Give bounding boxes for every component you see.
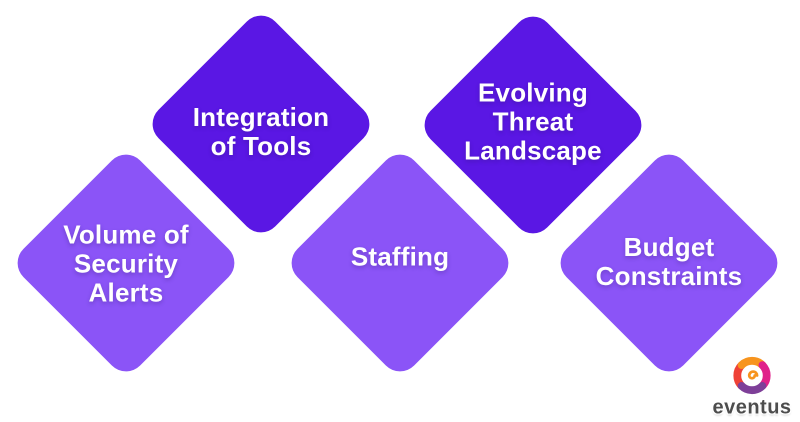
diamond-label-volume-of-security-alerts: Volume of Security Alerts	[63, 219, 189, 308]
eventus-logo-text: eventus	[712, 396, 792, 419]
diamond-label-evolving-threat-landscape: Evolving Threat Landscape	[464, 77, 602, 166]
eventus-logo: eventus	[697, 353, 800, 420]
diamond-label-staffing: Staffing	[350, 241, 450, 272]
swirl-logo-icon	[733, 356, 771, 395]
diamond-label-integration-of-tools: Integration of Tools	[192, 102, 330, 161]
diamond-label-budget-constraints: Budget Constraints	[595, 232, 743, 291]
